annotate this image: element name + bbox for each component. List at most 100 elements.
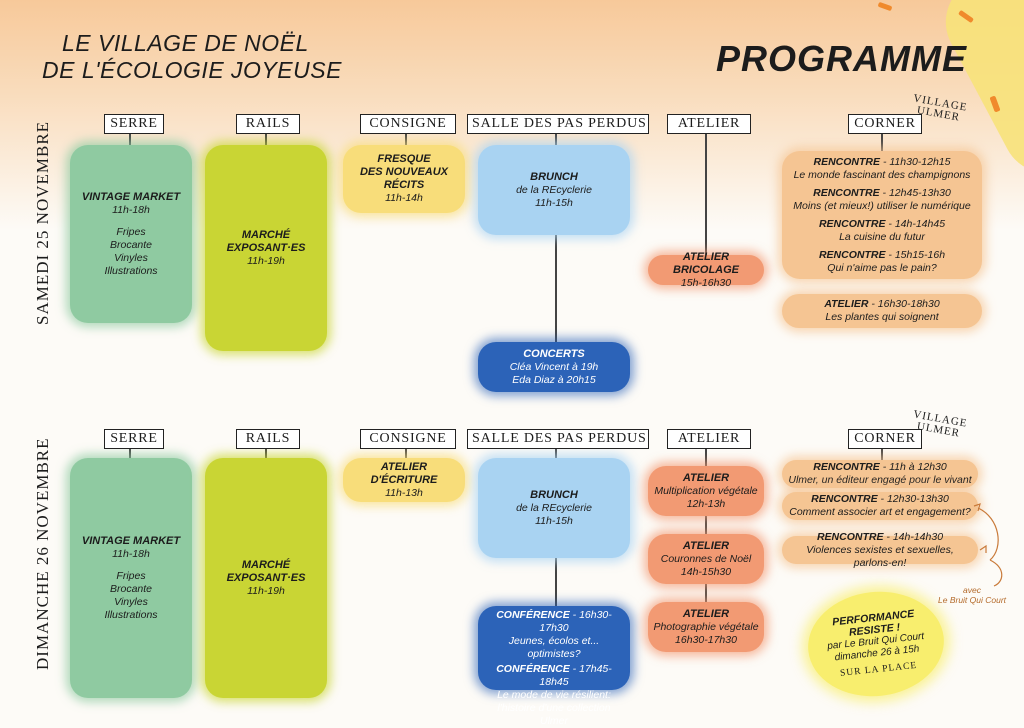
connector-line (705, 448, 707, 608)
event-time: 11h-13h (385, 486, 423, 499)
col-header-atelier: ATELIER (667, 114, 751, 134)
col-header-salle: SALLE DES PAS PERDUS (467, 429, 649, 449)
entry-desc: Les plantes qui soignent (825, 311, 939, 323)
event-atelier-bricolage-sat: ATELIER BRICOLAGE 15h-16h30 (648, 251, 764, 289)
event-item: Fripes (116, 569, 146, 582)
event-desc: Multiplication végétale (654, 484, 758, 497)
event-time: 16h30-17h30 (675, 633, 737, 646)
event-brunch-sun: BRUNCH de la REcyclerie 11h-15h (478, 458, 630, 558)
title-line-2: DE L'ÉCOLOGIE JOYEUSE (42, 57, 342, 83)
arrow-icon (973, 503, 1003, 587)
connector-line (555, 133, 557, 343)
event-time: 15h-16h30 (680, 276, 732, 289)
event-title: CONCERTS (523, 347, 585, 360)
event-desc: Couronnes de Noël (660, 552, 752, 565)
event-title: BRUNCH (530, 170, 578, 183)
day-label-sunday: DIMANCHE 26 NOVEMBRE (33, 437, 52, 671)
avec-label: avec Le Bruit Qui Court (938, 585, 1006, 605)
col-header-rails: RAILS (236, 429, 300, 449)
event-time: 14h-15h30 (680, 565, 732, 578)
event-title-line2: DES NOUVEAUX RÉCITS (359, 166, 449, 191)
page-title: LE VILLAGE DE NOËL DE L'ÉCOLOGIE JOYEUSE (42, 30, 342, 84)
corner-atelier-sat: ATELIER - 16h30-18h30 Les plantes qui so… (782, 294, 982, 328)
entry-desc: Violences sexistes et sexuelles, parlons… (806, 543, 954, 569)
event-time: 11h-15h (535, 196, 573, 209)
event-item: Vinyles (114, 251, 148, 264)
event-title: MARCHÉ EXPOSANT·ES (226, 228, 306, 254)
event-title: ATELIER (682, 471, 730, 484)
entry-desc: Jeunes, écolos et... optimistes? (508, 635, 600, 660)
corner-entry-sun-2: RENCONTRE - 12h30-13h30 Comment associer… (782, 492, 978, 520)
event-time: 11h-19h (247, 254, 285, 267)
event-sub: de la REcyclerie (516, 183, 592, 196)
event-line: Cléa Vincent à 19h (509, 360, 599, 373)
connector-line (265, 448, 267, 458)
corner-entry: RENCONTRE - 12h45-13h30 Moins (et mieux!… (793, 187, 970, 213)
event-item: Illustrations (104, 608, 158, 621)
entry-time: - 16h30-18h30 (868, 298, 940, 310)
col-header-corner: CORNER (848, 114, 922, 134)
programme-heading: PROGRAMME (716, 38, 967, 79)
event-vintage-market-sun: VINTAGE MARKET 11h-18h Fripes Brocante V… (70, 458, 192, 698)
event-marche-sun: MARCHÉ EXPOSANT·ES 11h-19h (205, 458, 327, 698)
event-item: Vinyles (114, 595, 148, 608)
entry-name: CONFÉRENCE (496, 609, 570, 621)
entry-desc: Moins (et mieux!) utiliser le numérique (793, 199, 971, 212)
connector-line (881, 448, 883, 460)
event-sub: de la REcyclerie (516, 501, 592, 514)
connector-line (405, 448, 407, 458)
col-header-serre: SERRE (104, 429, 164, 449)
event-line: Eda Diaz à 20h15 (512, 373, 596, 386)
entry-time: - 11h30-12h15 (880, 155, 951, 168)
connector-line (705, 133, 707, 255)
entry-name: RENCONTRE (813, 461, 880, 473)
event-item: Brocante (109, 582, 153, 595)
entry-desc: Le mode de vie résilient: l'histoire d'u… (497, 689, 611, 727)
col-header-salle: SALLE DES PAS PERDUS (467, 114, 649, 134)
entry-name: CONFÉRENCE (496, 663, 570, 675)
entry-name: RENCONTRE (816, 530, 884, 543)
event-marche-sat: MARCHÉ EXPOSANT·ES 11h-19h (205, 145, 327, 351)
entry-desc: La cuisine du futur (839, 230, 925, 243)
entry-name: RENCONTRE (811, 493, 878, 505)
event-atelier-ecriture-sun: ATELIER D'ÉCRITURE 11h-13h (343, 458, 465, 502)
conf-entry: CONFÉRENCE - 17h45-18h45 Le mode de vie … (482, 663, 626, 728)
connector-line (881, 133, 883, 151)
entry-name: RENCONTRE (818, 248, 886, 261)
event-time: 12h-13h (686, 497, 726, 510)
entry-name: RENCONTRE (818, 217, 886, 230)
event-time: 11h-19h (247, 584, 285, 597)
avec-line1: avec (963, 585, 981, 595)
col-header-consigne: CONSIGNE (360, 429, 456, 449)
event-conferences-sun: CONFÉRENCE - 16h30-17h30 Jeunes, écolos … (478, 606, 630, 727)
title-line-1: LE VILLAGE DE NOËL (62, 30, 309, 56)
col-header-rails: RAILS (236, 114, 300, 134)
day-label-saturday: SAMEDI 25 NOVEMBRE (33, 120, 52, 325)
entry-time: - 17h45-18h45 (539, 663, 612, 688)
avec-line2: Le Bruit Qui Court (938, 595, 1007, 605)
corner-entry: RENCONTRE - 14h-14h45 La cuisine du futu… (819, 218, 945, 244)
entry-time: - 12h45-13h30 (879, 186, 951, 199)
entry-time: - 14h-14h45 (885, 217, 946, 230)
corner-entry-sun-1: RENCONTRE - 11h à 12h30 Ulmer, un éditeu… (782, 460, 978, 488)
entry-desc: Ulmer, un éditeur engagé pour le vivant (788, 474, 972, 486)
event-fresque-sat: FRESQUE DES NOUVEAUX RÉCITS 11h-14h (343, 145, 465, 213)
entry-desc: Comment associer art et engagement? (789, 506, 971, 518)
entry-time: - 11h à 12h30 (879, 461, 947, 473)
entry-time: - 12h30-13h30 (877, 493, 949, 505)
perf-place: SUR LA PLACE (839, 660, 918, 679)
col-header-corner: CORNER (848, 429, 922, 449)
entry-name: ATELIER (824, 298, 869, 310)
entry-name: RENCONTRE (813, 186, 880, 199)
event-item: Illustrations (104, 264, 158, 277)
connector-line (129, 448, 131, 458)
event-title: ATELIER BRICOLAGE (673, 250, 739, 276)
entry-time: - 15h15-16h (885, 248, 946, 261)
corner-entry: RENCONTRE - 15h15-16h Qui n'aime pas le … (819, 249, 945, 275)
event-atelier-sun-3: ATELIER Photographie végétale 16h30-17h3… (648, 602, 764, 652)
connector-line (265, 133, 267, 145)
performance-callout: PERFORMANCE RESISTE ! par Le Bruit Qui C… (802, 585, 950, 703)
corner-block-sat: RENCONTRE - 11h30-12h15 Le monde fascina… (782, 151, 982, 279)
col-header-consigne: CONSIGNE (360, 114, 456, 134)
event-time: 11h-15h (535, 514, 573, 527)
